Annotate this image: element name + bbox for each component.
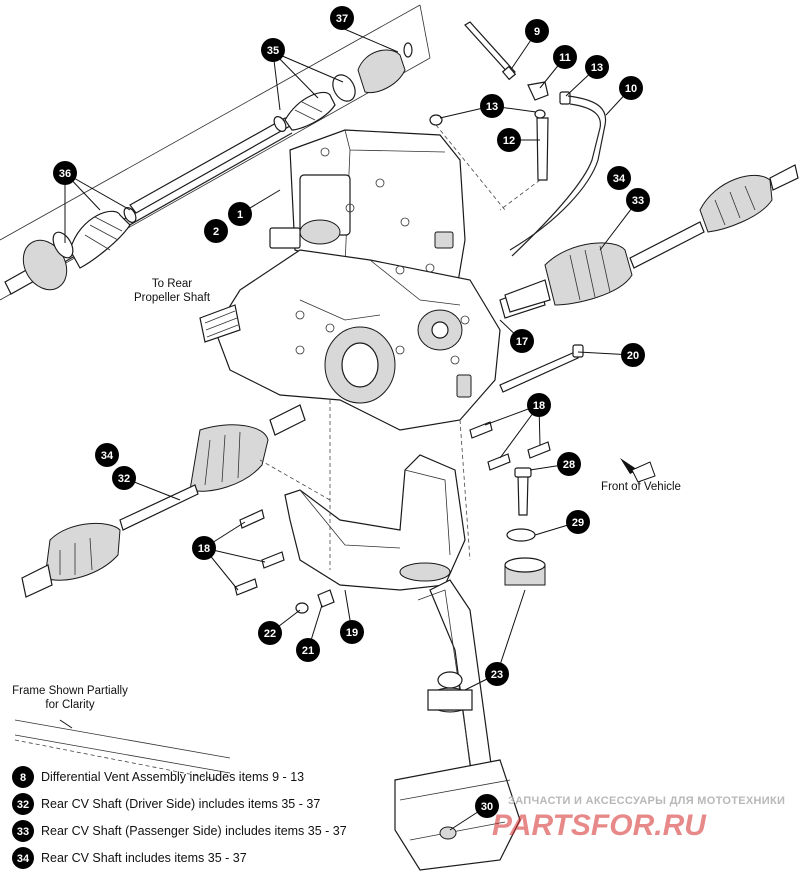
watermark: ЗАПЧАСТИ И АКСЕССУАРЫ ДЛЯ МОТОТЕХНИКИ PA… <box>492 795 785 842</box>
svg-text:30: 30 <box>481 801 493 813</box>
callout: 32 <box>112 466 136 490</box>
callout: 13 <box>480 94 504 118</box>
bolts-18 <box>234 421 551 596</box>
svg-text:13: 13 <box>591 62 603 74</box>
callout: 35 <box>261 38 285 62</box>
legend-item: 8 Differential Vent Assembly includes it… <box>12 766 304 788</box>
svg-text:19: 19 <box>346 627 358 639</box>
frame-note: Frame Shown Partially for Clarity <box>12 685 128 711</box>
frame-note-line-2: for Clarity <box>45 699 94 711</box>
svg-text:37: 37 <box>336 13 348 25</box>
svg-text:1: 1 <box>237 209 243 221</box>
callout: 9 <box>525 19 549 43</box>
callout: 34 <box>607 166 631 190</box>
svg-text:28: 28 <box>563 459 575 471</box>
rear-propeller-line-2: Propeller Shaft <box>134 292 211 304</box>
frame <box>14 400 521 871</box>
legend-number: 32 <box>17 799 29 811</box>
vent-assembly <box>429 21 607 257</box>
front-of-vehicle-label: Front of Vehicle <box>601 481 681 493</box>
callout: 30 <box>475 794 499 818</box>
legend-text: Differential Vent Assembly includes item… <box>41 770 304 784</box>
svg-text:10: 10 <box>625 83 637 95</box>
legend-number: 34 <box>17 853 30 865</box>
callout-bubbles: 37 35 36 9 11 13 13 10 12 1 2 34 33 17 2… <box>53 6 650 818</box>
callout: 10 <box>619 76 643 100</box>
callout: 13 <box>585 55 609 79</box>
legend-text: Rear CV Shaft (Passenger Side) includes … <box>41 824 347 838</box>
legend-number: 33 <box>17 826 29 838</box>
legend-item: 32 Rear CV Shaft (Driver Side) includes … <box>12 793 320 815</box>
svg-text:13: 13 <box>486 101 498 113</box>
callout: 11 <box>553 45 577 69</box>
callout: 18 <box>192 536 216 560</box>
svg-text:29: 29 <box>572 517 584 529</box>
callout: 19 <box>340 620 364 644</box>
frame-note-line-1: Frame Shown Partially <box>12 685 128 697</box>
callout: 18 <box>527 393 551 417</box>
legend: 8 Differential Vent Assembly includes it… <box>12 766 347 869</box>
svg-text:20: 20 <box>627 350 639 362</box>
svg-text:12: 12 <box>503 135 515 147</box>
callout: 2 <box>204 219 228 243</box>
callout: 20 <box>621 343 645 367</box>
callout: 23 <box>485 662 509 686</box>
svg-text:33: 33 <box>632 195 644 207</box>
svg-text:18: 18 <box>533 400 545 412</box>
svg-text:36: 36 <box>59 168 71 180</box>
front-of-vehicle-arrow-icon <box>620 458 656 483</box>
passenger-cv-shaft <box>504 164 799 313</box>
svg-text:17: 17 <box>516 336 528 348</box>
legend-number: 8 <box>20 772 26 784</box>
svg-text:34: 34 <box>101 450 114 462</box>
svg-text:18: 18 <box>198 543 210 555</box>
legend-item: 33 Rear CV Shaft (Passenger Side) includ… <box>12 820 347 842</box>
callout: 12 <box>497 128 521 152</box>
callout: 29 <box>566 510 590 534</box>
svg-text:34: 34 <box>613 173 626 185</box>
legend-text: Rear CV Shaft includes items 35 - 37 <box>41 851 247 865</box>
watermark-brand: PARTSFOR.RU <box>492 809 707 842</box>
callout: 28 <box>557 452 581 476</box>
watermark-tagline: ЗАПЧАСТИ И АКСЕССУАРЫ ДЛЯ МОТОТЕХНИКИ <box>508 795 785 807</box>
svg-text:9: 9 <box>534 26 540 38</box>
svg-text:32: 32 <box>118 473 130 485</box>
transaxle-assembly <box>199 129 546 431</box>
callout: 33 <box>626 188 650 212</box>
callout: 22 <box>258 621 282 645</box>
svg-text:23: 23 <box>491 669 503 681</box>
legend-item: 34 Rear CV Shaft includes items 35 - 37 <box>12 847 247 869</box>
callout: 1 <box>228 202 252 226</box>
callout: 21 <box>296 638 320 662</box>
label-rear-propeller: To Rear Propeller Shaft <box>134 278 211 304</box>
driver-cv-shaft-exploded <box>0 4 431 301</box>
svg-text:21: 21 <box>302 645 314 657</box>
callout: 36 <box>53 161 77 185</box>
callout: 37 <box>330 6 354 30</box>
svg-text:35: 35 <box>267 45 279 57</box>
svg-text:2: 2 <box>213 226 219 238</box>
legend-text: Rear CV Shaft (Driver Side) includes ite… <box>41 797 320 811</box>
callout: 17 <box>510 329 534 353</box>
callout: 34 <box>95 443 119 467</box>
svg-text:11: 11 <box>559 52 571 64</box>
driver-cv-shaft <box>21 404 306 598</box>
svg-text:22: 22 <box>264 628 276 640</box>
rear-propeller-line-1: To Rear <box>152 278 192 290</box>
